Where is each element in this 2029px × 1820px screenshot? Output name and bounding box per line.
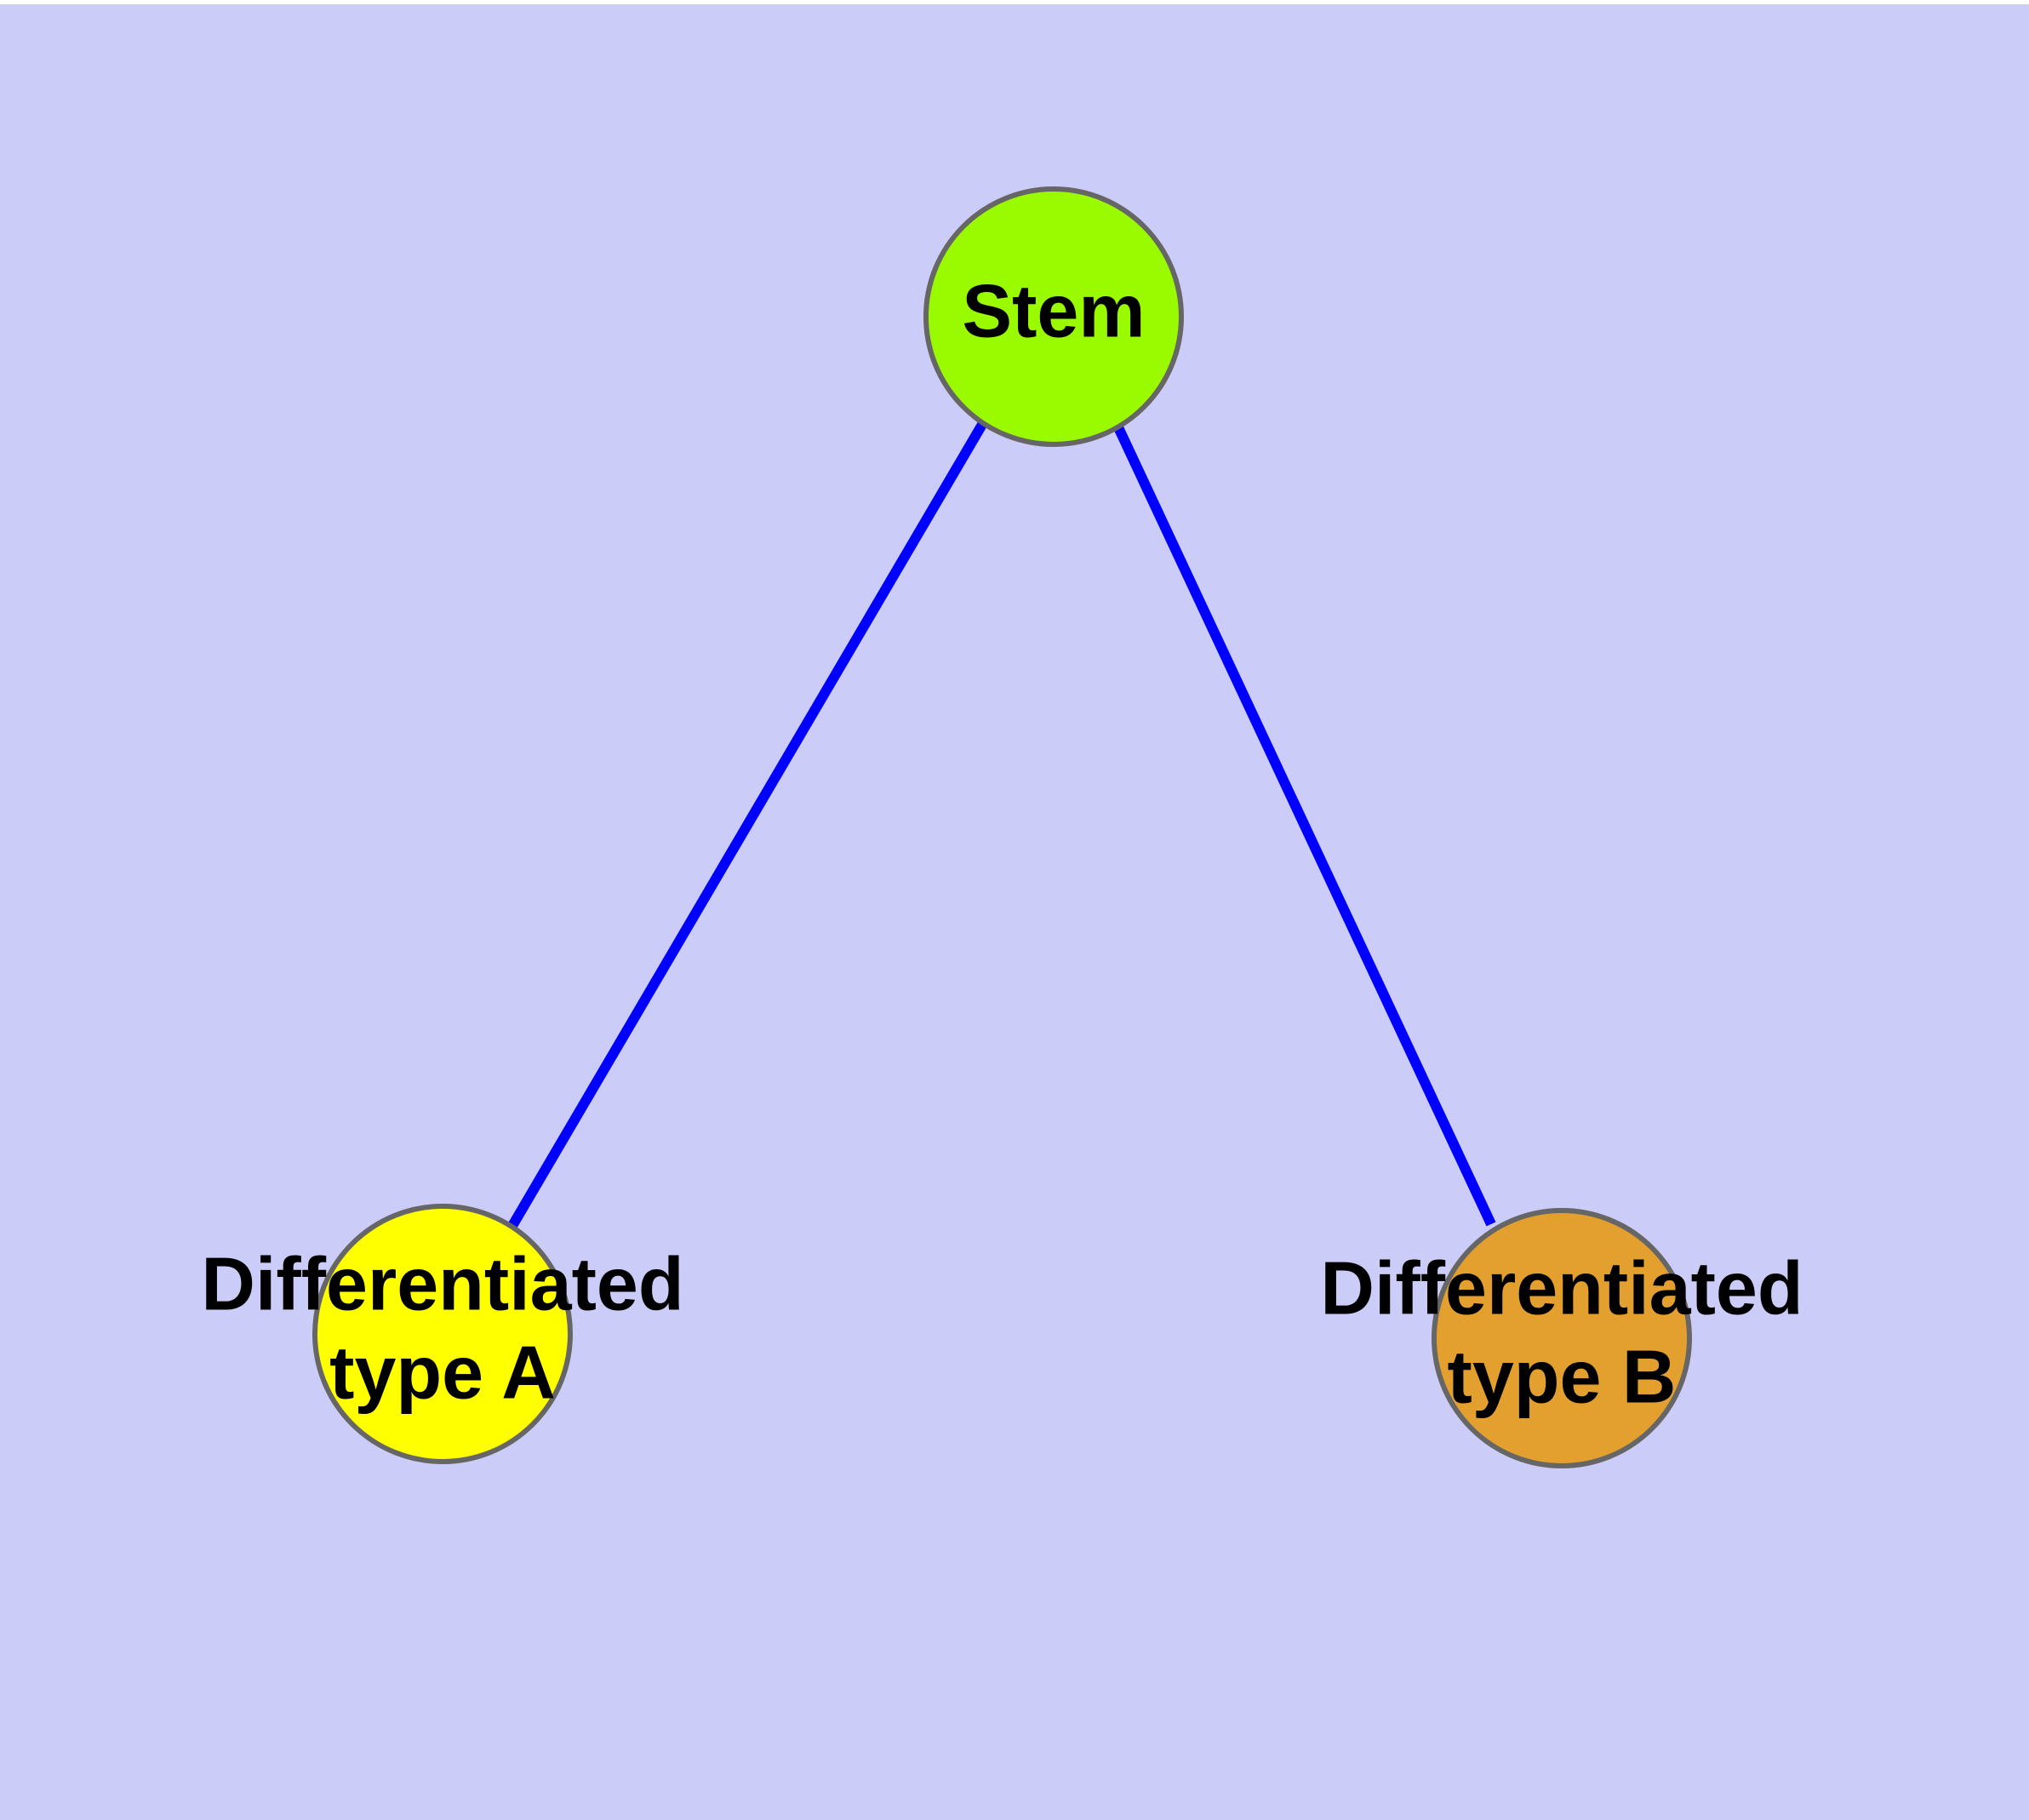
top-white-strip xyxy=(0,0,2029,4)
node-differentiated-type-a[interactable]: Differentiated type A xyxy=(201,1204,684,1464)
node-differentiated-type-a-label-line-2: type A xyxy=(329,1330,556,1414)
node-differentiated-type-b[interactable]: Differentiated type B xyxy=(1320,1208,1803,1468)
node-differentiated-type-b-label-line-2: type B xyxy=(1448,1334,1677,1418)
node-differentiated-type-a-circle[interactable] xyxy=(312,1204,573,1464)
node-stem-label-line-1: Stem xyxy=(962,268,1145,352)
node-stem[interactable]: Stem xyxy=(923,186,1184,447)
node-stem-circle[interactable] xyxy=(923,186,1184,447)
edge-stem-to-differentiated-type-b[interactable] xyxy=(1112,423,1496,1227)
node-differentiated-type-b-circle[interactable] xyxy=(1432,1208,1692,1468)
node-differentiated-type-a-label-line-1: Differentiated xyxy=(201,1241,683,1325)
nodes-layer: Stem Differentiated type A Differentiate… xyxy=(201,186,1803,1468)
edges-layer xyxy=(507,420,1496,1229)
node-differentiated-type-b-label-line-1: Differentiated xyxy=(1320,1245,1803,1330)
edge-stem-to-differentiated-type-a[interactable] xyxy=(507,420,988,1229)
